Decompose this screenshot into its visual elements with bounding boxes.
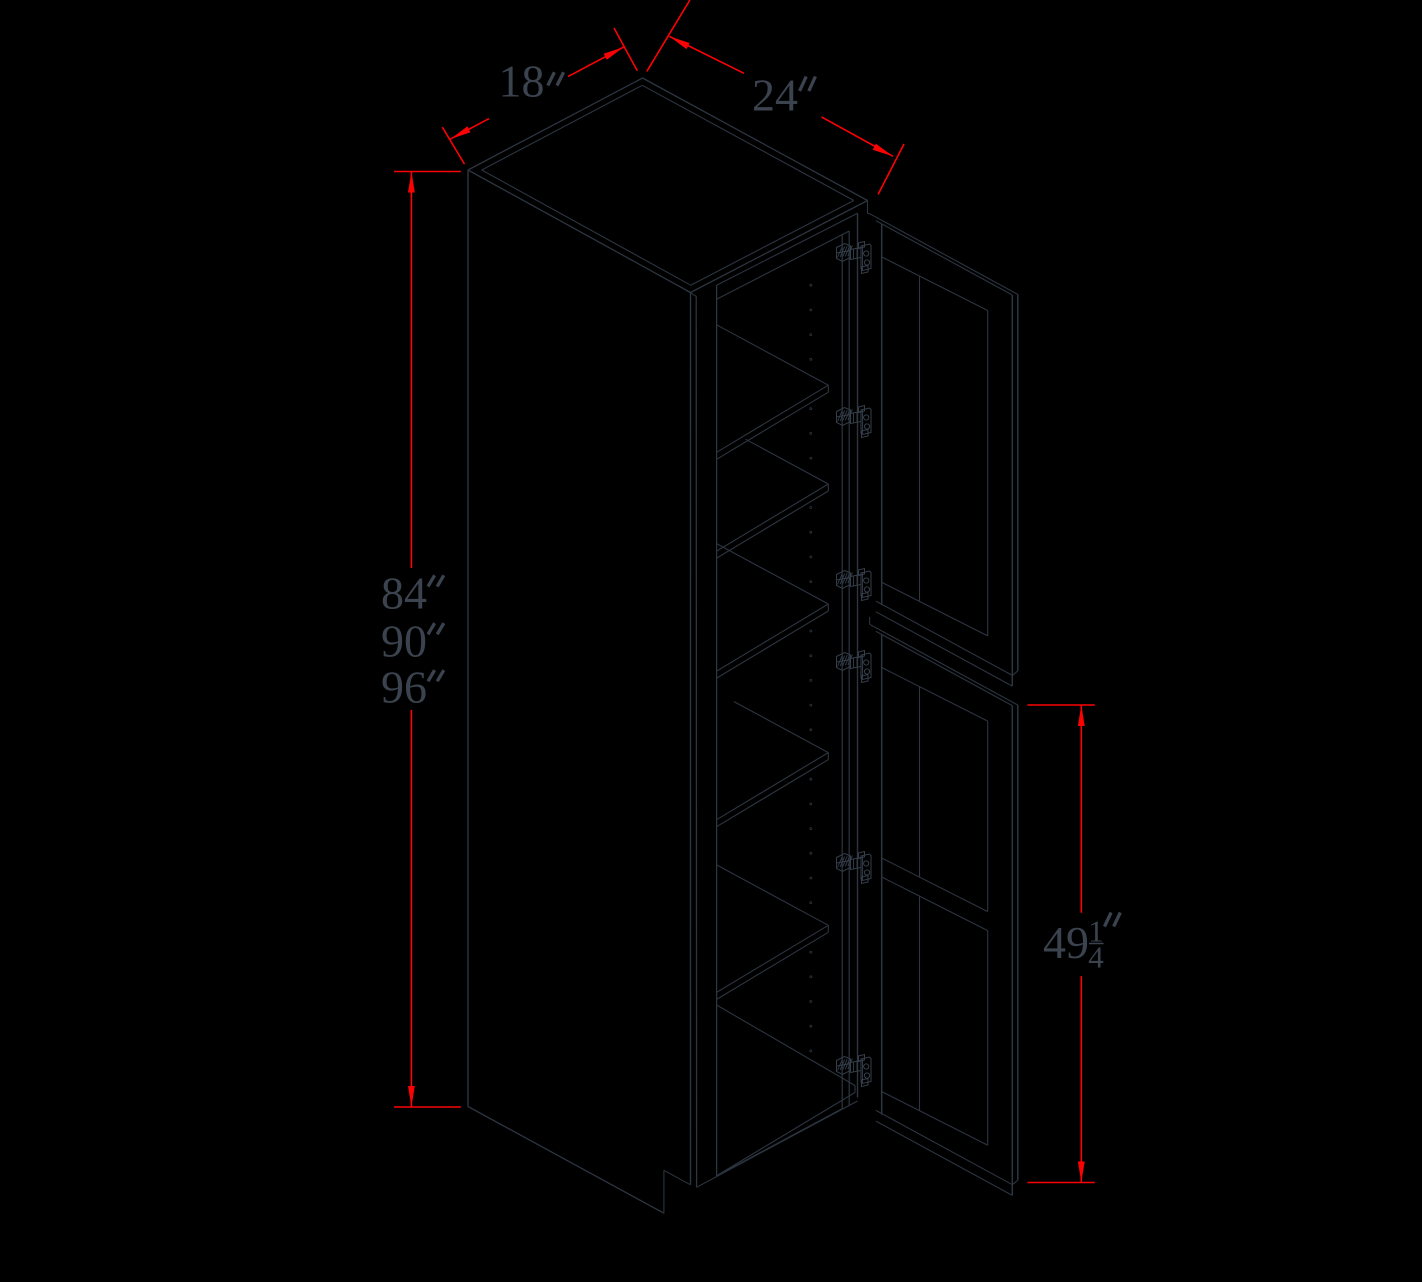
- svg-text:49: 49: [1043, 917, 1089, 968]
- svg-text:24: 24: [752, 70, 798, 121]
- svg-text:90: 90: [381, 616, 427, 667]
- svg-text:96: 96: [381, 662, 427, 713]
- svg-text:4: 4: [1088, 940, 1104, 975]
- svg-text:18: 18: [499, 56, 545, 107]
- svg-text:84: 84: [381, 568, 427, 619]
